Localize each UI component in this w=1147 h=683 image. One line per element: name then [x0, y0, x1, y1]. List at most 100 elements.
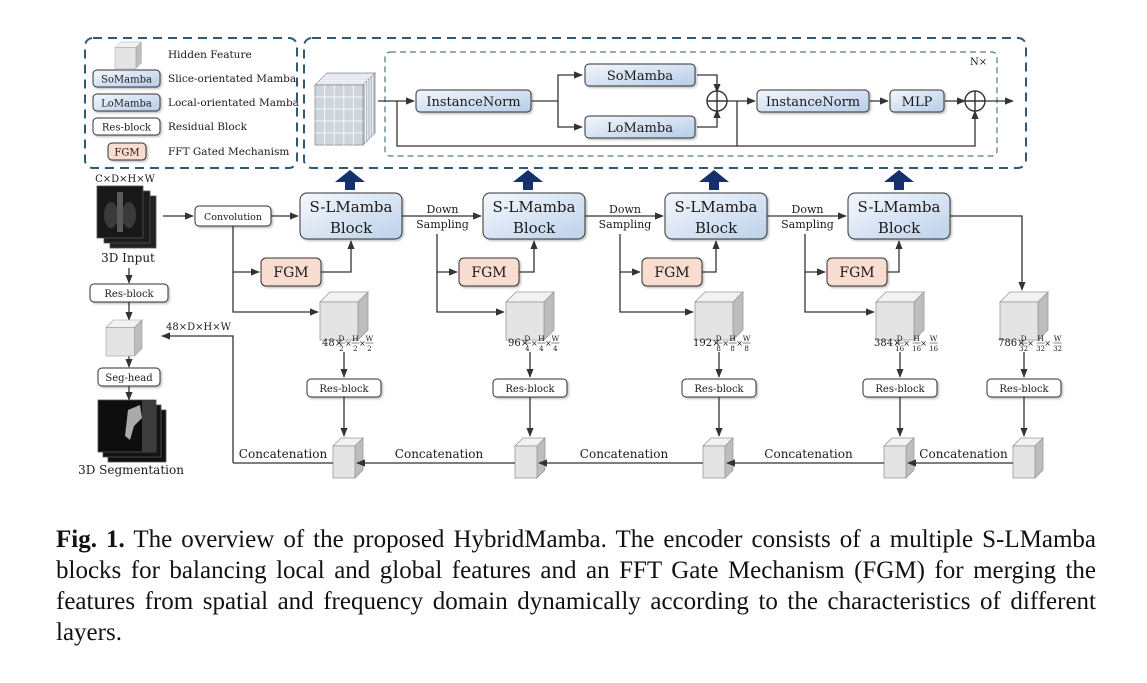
times-sign: ×	[531, 339, 538, 348]
slmamba-block-subtitle: Block	[695, 219, 738, 237]
times-sign: ×	[1027, 339, 1034, 348]
mlp-text: MLP	[902, 95, 933, 110]
stage-dims-numerator: H	[729, 334, 736, 343]
stage-dims-numerator: D	[1021, 334, 1027, 343]
stage-dims-numerator: W	[1054, 334, 1062, 343]
architecture-diagram: Hidden Feature SoMamba Slice-orientated …	[78, 37, 1062, 479]
figure-caption: Fig. 1. The overview of the proposed Hyb…	[56, 524, 1096, 648]
segmentation-output-image	[97, 399, 167, 463]
stage-dims-denominator: 16	[895, 345, 904, 353]
down-sampling-label-line1: Down	[609, 203, 641, 216]
connector-arrow	[232, 226, 260, 276]
stage-dims-numerator: H	[352, 334, 359, 343]
up-arrow-icon	[335, 170, 365, 190]
add-op-icon-1	[706, 90, 728, 112]
stage-dims-numerator: W	[743, 334, 751, 343]
connector-arrow	[519, 240, 538, 273]
slmamba-block-title: S-LMamba	[493, 198, 576, 216]
concat-cube-icon	[514, 437, 546, 479]
stage-dims-channels: 384×	[874, 338, 901, 349]
legend-panel: Hidden Feature SoMamba Slice-orientated …	[84, 37, 299, 169]
resblock-text: Res-block	[999, 384, 1049, 395]
times-sign: ×	[920, 339, 927, 348]
connector-arrow	[619, 234, 641, 276]
legend-somamba-box	[92, 69, 161, 88]
left-feature-dims: 48×D×H×W	[166, 322, 232, 333]
somamba-text: SoMamba	[607, 69, 673, 84]
stage-dims-numerator: W	[930, 334, 938, 343]
times-sign: ×	[345, 339, 352, 348]
legend-label-fgm: FFT Gated Mechanism	[168, 146, 289, 158]
stage-dims-denominator: 4	[539, 345, 544, 353]
concat-cube-icon	[883, 437, 915, 479]
input-label: 3D Input	[101, 251, 155, 265]
stage-dims-denominator: 32	[1036, 345, 1045, 353]
stage-dims-denominator: 32	[1053, 345, 1062, 353]
add-op-icon-2	[964, 90, 986, 112]
stage-dims-numerator: H	[1037, 334, 1044, 343]
slmamba-block-title: S-LMamba	[310, 198, 393, 216]
instancenorm-1-box	[415, 89, 532, 113]
legend-resblock-text: Res-block	[102, 123, 152, 134]
fgm-text: FGM	[839, 265, 874, 281]
legend-label-somamba: Slice-orientated Mamba	[168, 73, 296, 85]
concatenation-label: Concatenation	[580, 447, 669, 461]
up-arrow-icon	[699, 170, 729, 190]
resblock-text: Res-block	[875, 384, 925, 395]
connector-arrow	[950, 215, 1026, 291]
stage-dims-numerator: W	[366, 334, 374, 343]
concatenation-label: Concatenation	[919, 447, 1008, 461]
voxel-grid-icon	[314, 72, 376, 146]
connector-arrow	[804, 272, 875, 316]
repeat-label: N×	[970, 57, 987, 68]
segmentation-label: 3D Segmentation	[78, 463, 184, 477]
stage-dims-denominator: 8	[744, 345, 748, 353]
slmamba-block-subtitle: Block	[878, 219, 921, 237]
left-resblock-box	[89, 283, 169, 303]
stage-dims-channels: 192×	[693, 338, 720, 349]
stage-dims-numerator: D	[897, 334, 903, 343]
down-sampling-label-line2: Sampling	[781, 218, 834, 231]
hidden-feature-cube-icon	[694, 291, 744, 341]
connector-arrow	[619, 272, 694, 316]
concatenation-label: Concatenation	[239, 447, 328, 461]
somamba-box	[584, 63, 696, 87]
stage-dims-denominator: 8	[730, 345, 734, 353]
seg-head-text: Seg-head	[105, 373, 153, 384]
stage-dims-numerator: D	[524, 334, 530, 343]
legend-fgm-text: FGM	[114, 148, 139, 159]
slmamba-block-subtitle: Block	[330, 219, 373, 237]
stage-dims-denominator: 4	[553, 345, 558, 353]
caption-text: The overview of the proposed HybridMamba…	[56, 526, 1096, 646]
stage-dims-channels: 96×	[508, 338, 529, 349]
times-sign: ×	[359, 339, 366, 348]
resblock-text: Res-block	[319, 384, 369, 395]
hidden-feature-cube-icon	[505, 291, 555, 341]
fgm-text: FGM	[471, 265, 506, 281]
caption-fig-label: Fig. 1.	[56, 526, 125, 553]
connector-arrow	[321, 240, 355, 273]
convolution-text: Convolution	[204, 212, 262, 223]
instancenorm-2-box	[756, 89, 870, 113]
down-sampling-label-line2: Sampling	[416, 218, 469, 231]
seg-head-box	[97, 367, 161, 387]
times-sign: ×	[545, 339, 552, 348]
stage-dims-numerator: H	[913, 334, 920, 343]
slmamba-block-title: S-LMamba	[675, 198, 758, 216]
down-sampling-label-line1: Down	[427, 203, 459, 216]
lomamba-text: LoMamba	[607, 121, 673, 136]
lomamba-box	[584, 115, 696, 139]
stage-dims-numerator: D	[716, 334, 722, 343]
up-arrows	[335, 170, 914, 190]
connector-arrow	[436, 272, 505, 316]
resblock-text: Res-block	[505, 384, 555, 395]
mlp-box	[889, 89, 945, 113]
legend-label-resblock: Residual Block	[168, 121, 248, 133]
left-resblock-text: Res-block	[104, 289, 154, 300]
down-sampling-label-line1: Down	[792, 203, 824, 216]
connector-arrow	[804, 234, 826, 276]
legend-lomamba-text: LoMamba	[101, 99, 152, 110]
stage-dims-numerator: D	[338, 334, 344, 343]
stage-dims-denominator: 2	[353, 345, 357, 353]
input-volume-image: C×D×H×W 3D Input	[95, 174, 157, 265]
